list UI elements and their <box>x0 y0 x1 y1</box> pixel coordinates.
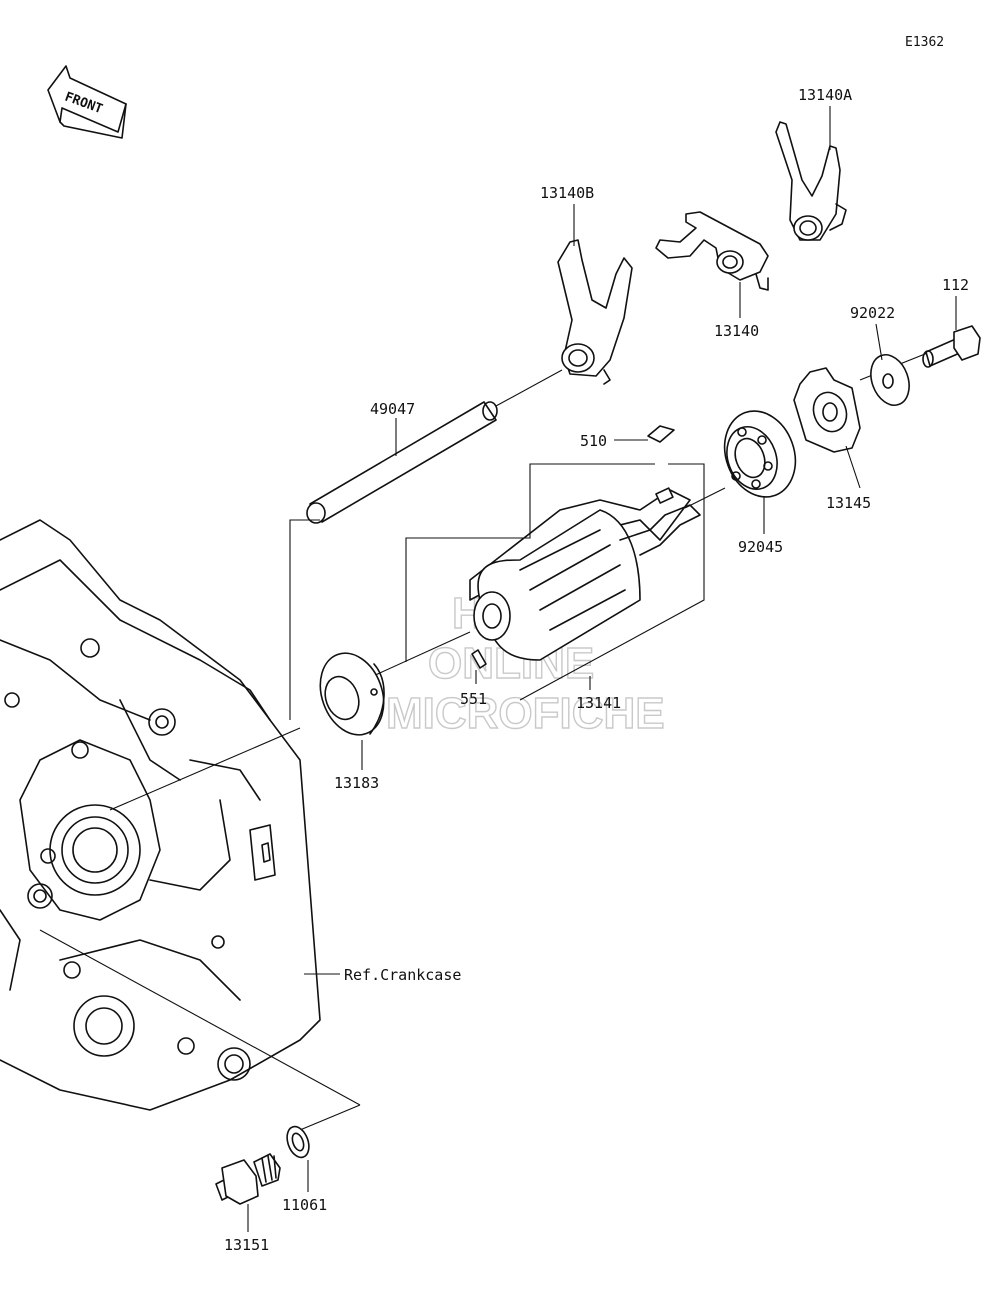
shift-rod-49047 <box>306 401 498 524</box>
label-13183[interactable]: 13183 <box>334 774 379 792</box>
washer-92022 <box>870 354 910 406</box>
label-49047[interactable]: 49047 <box>370 400 415 418</box>
bolt-112 <box>922 325 981 368</box>
label-ref-crankcase[interactable]: Ref.Crankcase <box>344 966 461 984</box>
label-112[interactable]: 112 <box>942 276 969 294</box>
group-bracket <box>519 463 705 701</box>
label-13141[interactable]: 13141 <box>576 694 621 712</box>
axis-line <box>495 369 563 407</box>
watermark-line-3: MICROFICHE <box>386 689 665 738</box>
label-510[interactable]: 510 <box>580 432 607 450</box>
axis-line <box>299 1104 361 1131</box>
key-510 <box>647 425 675 443</box>
shift-fork-13140 <box>655 211 769 291</box>
label-13140B[interactable]: 13140B <box>540 184 594 202</box>
shift-fork-13140B <box>557 239 633 385</box>
leader-lines <box>247 106 957 1232</box>
washer-11061 <box>286 1125 310 1159</box>
axis-line <box>359 631 471 683</box>
group-bracket <box>289 519 320 720</box>
neutral-switch-13151 <box>215 1153 281 1205</box>
label-551[interactable]: 551 <box>460 690 487 708</box>
group-bracket <box>405 463 655 662</box>
shift-drum-13141 <box>469 487 701 661</box>
shift-fork-13140A <box>775 121 847 241</box>
crankcase-drawing <box>0 519 321 1111</box>
label-13145[interactable]: 13145 <box>826 494 871 512</box>
label-11061[interactable]: 11061 <box>282 1196 327 1214</box>
label-92045[interactable]: 92045 <box>738 538 783 556</box>
pin-551 <box>471 649 487 669</box>
axis-line <box>684 487 726 509</box>
label-13140A[interactable]: 13140A <box>798 86 852 104</box>
front-arrow-icon: FRONT <box>47 65 127 139</box>
diagram-code: E1362 <box>905 35 944 50</box>
washer-13183 <box>319 652 385 736</box>
label-13140[interactable]: 13140 <box>714 322 759 340</box>
label-13151[interactable]: 13151 <box>224 1236 269 1254</box>
label-92022[interactable]: 92022 <box>850 304 895 322</box>
axis-line <box>39 929 361 1106</box>
shift-cam-13145 <box>793 367 861 453</box>
axis-line <box>109 727 301 811</box>
bearing-92045 <box>723 410 797 498</box>
